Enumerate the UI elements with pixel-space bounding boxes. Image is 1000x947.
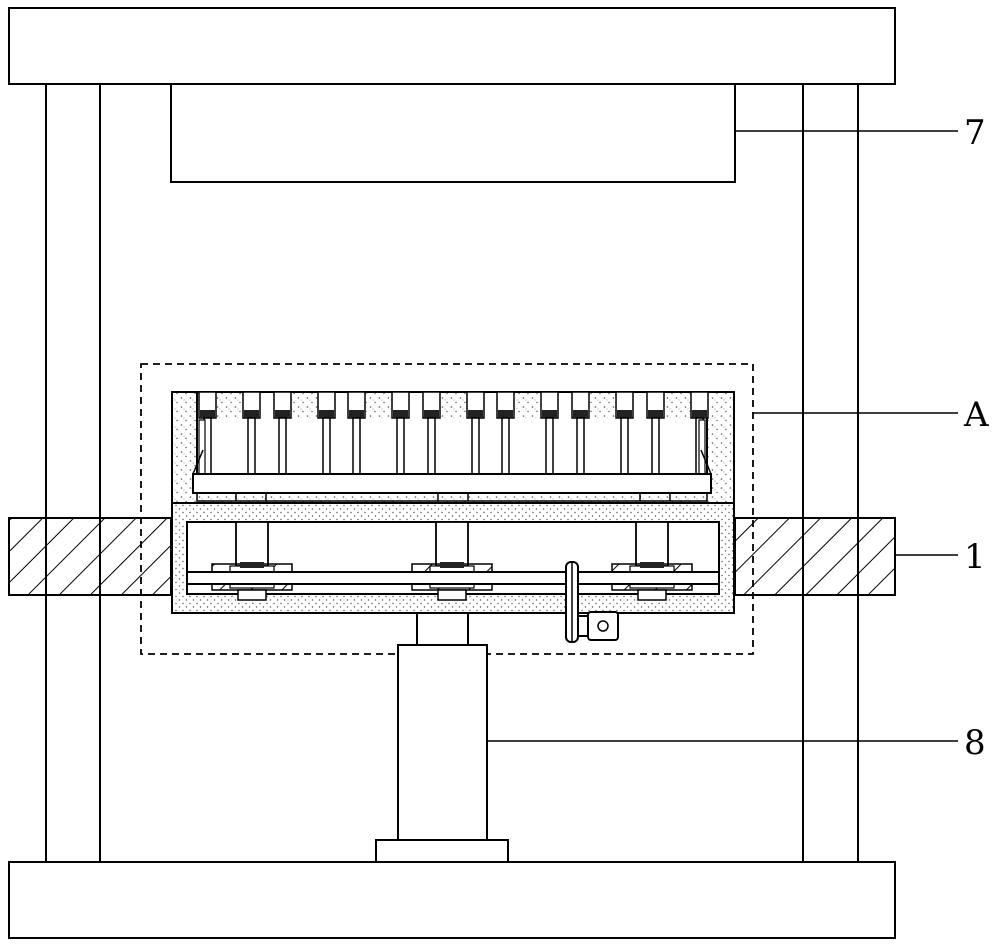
table-plate-right	[734, 517, 896, 596]
pin-seal	[498, 410, 513, 418]
pin-seal	[319, 410, 334, 418]
guide-block	[635, 521, 669, 567]
nut-cap	[640, 562, 664, 568]
pin-rod	[471, 417, 480, 475]
pin-rod	[278, 417, 287, 475]
pin-rod	[322, 417, 331, 475]
motor-coupling	[577, 615, 589, 637]
pin-rod	[576, 417, 585, 475]
motor	[587, 611, 619, 641]
drive-shaft	[186, 571, 720, 585]
pin-seal	[542, 410, 557, 418]
pin-rod	[651, 417, 660, 475]
table-plate-left	[8, 517, 172, 596]
upper-die	[170, 83, 736, 183]
pin-rod	[247, 417, 256, 475]
pin-seal	[573, 410, 588, 418]
support-column-top	[416, 612, 469, 646]
guide-block	[435, 521, 469, 567]
label-7: 7	[964, 113, 986, 153]
pin-seal	[393, 410, 408, 418]
top-plate	[8, 7, 896, 85]
detail-a-frame	[140, 363, 754, 655]
nut-cap	[440, 562, 464, 568]
pin-rod	[620, 417, 629, 475]
motor-shaft-dot	[597, 620, 609, 632]
side-rail-left	[198, 419, 206, 475]
pin-seal	[200, 410, 215, 418]
pin-filler	[440, 392, 467, 418]
pin-seal	[468, 410, 483, 418]
support-column	[397, 644, 488, 841]
pin-rod	[427, 417, 436, 475]
pin-filler	[589, 392, 616, 418]
pin-filler	[664, 392, 691, 418]
nut-cap	[240, 562, 264, 568]
support-base	[375, 839, 509, 863]
pin-rod	[545, 417, 554, 475]
bearing	[637, 589, 667, 601]
ejector-pins	[198, 391, 709, 475]
side-rail-right	[698, 419, 706, 475]
plate-ticks	[235, 493, 671, 501]
pin-seal	[244, 410, 259, 418]
pin-filler	[291, 392, 318, 418]
ejector-plate-bevel-left	[192, 449, 204, 475]
ejector-plate	[192, 473, 712, 494]
guide-block	[235, 521, 269, 567]
pin-rod	[396, 417, 405, 475]
pin-seal	[617, 410, 632, 418]
label-a: A	[963, 395, 989, 435]
pin-seal	[648, 410, 663, 418]
bottom-plate	[8, 861, 896, 939]
ejector-plate-base	[196, 492, 708, 502]
pin-filler	[216, 392, 243, 418]
pin-filler	[514, 392, 541, 418]
pin-seal	[424, 410, 439, 418]
pin-filler	[365, 392, 392, 418]
pin-seal	[692, 410, 707, 418]
pin-seal	[275, 410, 290, 418]
bearing	[437, 589, 467, 601]
label-1: 1	[964, 537, 986, 577]
pin-seal	[349, 410, 364, 418]
ejector-plate-bevel-right	[700, 449, 712, 475]
pin-rod	[501, 417, 510, 475]
pin-rod	[352, 417, 361, 475]
bearing	[237, 589, 267, 601]
label-8: 8	[964, 723, 986, 763]
